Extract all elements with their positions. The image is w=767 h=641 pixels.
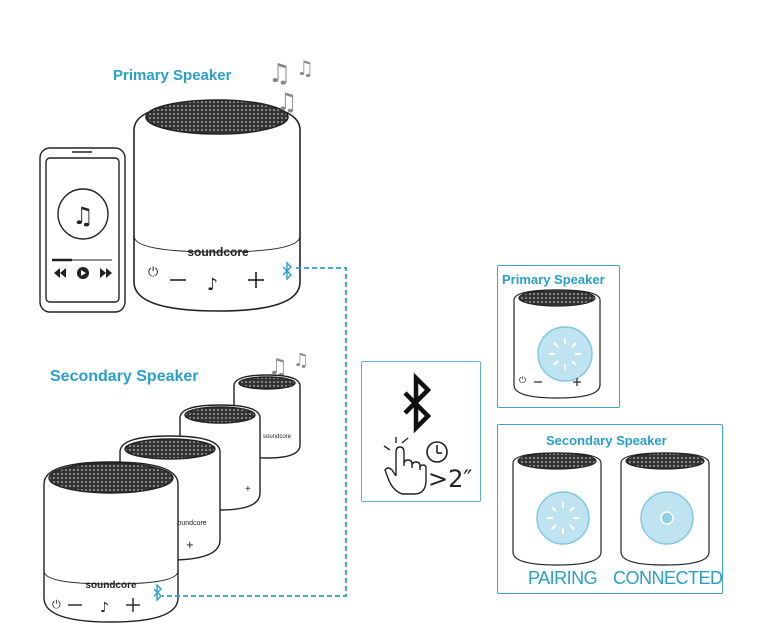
svg-text:+: + bbox=[245, 484, 251, 495]
svg-text:♫: ♫ bbox=[268, 355, 288, 380]
secondary-pairing-speakers bbox=[512, 452, 710, 566]
secondary-panel-title: Secondary Speaker bbox=[546, 433, 667, 448]
pairing-status: PAIRING bbox=[528, 568, 598, 588]
phone-illustration: ♫ bbox=[39, 147, 126, 313]
svg-text:♪: ♪ bbox=[100, 600, 109, 616]
connected-status: CONNECTED bbox=[613, 568, 723, 588]
svg-text:♫: ♫ bbox=[296, 56, 314, 80]
svg-text:⏻: ⏻ bbox=[148, 264, 158, 279]
svg-text:⏻: ⏻ bbox=[52, 599, 61, 611]
secondary-speaker-label: Secondary Speaker bbox=[50, 368, 199, 385]
secondary-speaker-panel: Secondary Speaker PAIRING CONNECTED bbox=[497, 424, 723, 594]
svg-text:soundcore: soundcore bbox=[187, 245, 249, 259]
svg-text:♫: ♫ bbox=[268, 59, 291, 89]
primary-panel-title: Primary Speaker bbox=[502, 272, 605, 287]
svg-text:soundcore: soundcore bbox=[174, 520, 207, 527]
hold-duration-text: >2″ bbox=[428, 465, 473, 493]
svg-text:⏻: ⏻ bbox=[519, 375, 526, 385]
svg-text:soundcore: soundcore bbox=[263, 434, 292, 440]
svg-text:+: + bbox=[186, 537, 194, 552]
instruction-panel: >2″ bbox=[361, 361, 481, 502]
svg-text:♫: ♫ bbox=[293, 350, 309, 371]
connection-line bbox=[162, 267, 347, 597]
primary-speaker-label: Primary Speaker bbox=[113, 67, 232, 84]
secondary-speaker-stack: soundcore + soundcore + soundcore ⏻ ♪ bbox=[43, 374, 301, 623]
clock-icon bbox=[426, 441, 448, 463]
primary-speaker-panel: Primary Speaker bbox=[497, 265, 620, 408]
press-hold-hand-icon bbox=[383, 437, 427, 495]
svg-text:♫: ♫ bbox=[72, 202, 94, 230]
bluetooth-symbol-icon bbox=[403, 372, 432, 434]
svg-text:soundcore: soundcore bbox=[85, 580, 137, 591]
bluetooth-icon bbox=[153, 261, 292, 602]
svg-text:♪: ♪ bbox=[207, 275, 218, 295]
primary-pairing-speaker: ⏻ bbox=[513, 289, 601, 399]
svg-text:♫: ♫ bbox=[276, 88, 298, 116]
bluetooth-hold-instruction bbox=[383, 372, 448, 495]
music-notes-icon: ♫ ♫ ♫ ♫ ♫ bbox=[268, 56, 314, 380]
primary-speaker-illustration: soundcore ⏻ ♪ bbox=[133, 99, 301, 312]
